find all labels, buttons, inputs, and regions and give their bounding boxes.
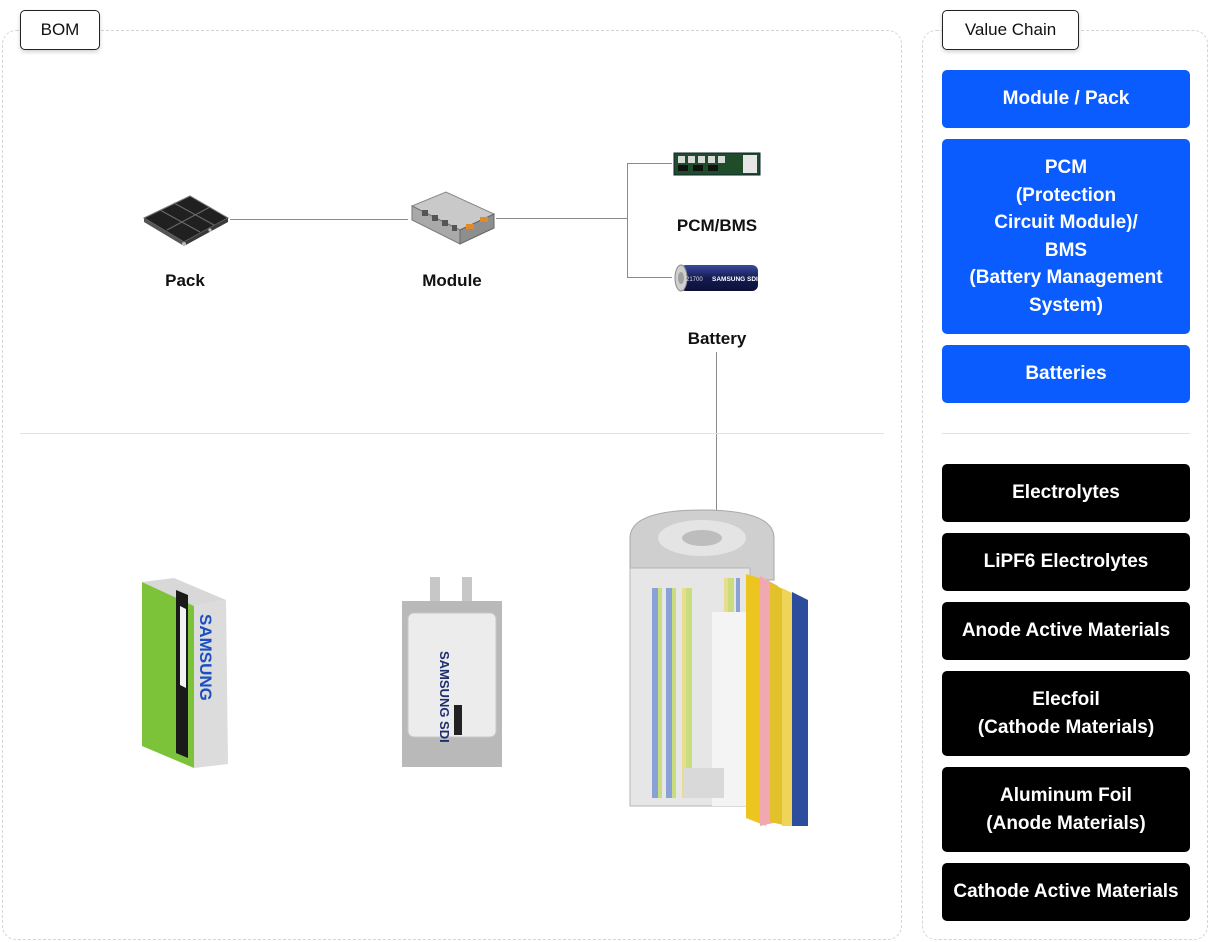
pack-label: Pack — [165, 271, 205, 290]
pack-module-connector — [230, 219, 408, 220]
battery-brand-text: SAMSUNG SDI — [712, 276, 758, 283]
value-chain-batteries: Batteries — [942, 345, 1190, 403]
branch-to-battery-connector — [627, 277, 672, 278]
module-label: Module — [422, 271, 482, 290]
value-chain-divider — [942, 433, 1190, 434]
bom-tag: BOM — [20, 10, 100, 50]
pack-image — [142, 195, 230, 246]
branch-to-pcm-connector — [627, 163, 672, 164]
battery-cell-image: 21700 SAMSUNG SDI — [674, 264, 758, 292]
value-chain-pcm-bms: PCM (Protection Circuit Module)/ BMS (Ba… — [942, 139, 1190, 334]
section-divider — [20, 433, 884, 434]
bom-panel — [2, 30, 902, 940]
pcm-board-image — [673, 152, 761, 176]
value-chain-anode-active-materials: Anode Active Materials — [942, 602, 1190, 660]
prismatic-brand-text: SAMSUNG — [196, 614, 215, 701]
value-chain-lipf6-electrolytes: LiPF6 Electrolytes — [942, 533, 1190, 591]
battery-label: Battery — [687, 329, 747, 348]
cell-cutaway-image — [629, 509, 808, 826]
value-chain-module-pack: Module / Pack — [942, 70, 1190, 128]
module-branch-connector — [496, 218, 627, 219]
pcm-bms-label: PCM/BMS — [676, 216, 758, 235]
pouch-brand-text: SAMSUNG SDI — [437, 651, 452, 743]
pouch-cell-image: SAMSUNG SDI — [402, 577, 502, 767]
value-chain-tag: Value Chain — [942, 10, 1079, 50]
value-chain-electrolytes: Electrolytes — [942, 464, 1190, 522]
prismatic-cell-image: SAMSUNG — [142, 578, 228, 768]
value-chain-elecfoil: Elecfoil (Cathode Materials) — [942, 671, 1190, 756]
battery-to-cutaway-connector — [716, 352, 717, 512]
module-image — [410, 191, 496, 245]
battery-model-text: 21700 — [686, 277, 703, 283]
value-chain-cathode-active-materials: Cathode Active Materials — [942, 863, 1190, 921]
branch-vertical-connector — [627, 163, 628, 278]
value-chain-aluminum-foil: Aluminum Foil (Anode Materials) — [942, 767, 1190, 852]
